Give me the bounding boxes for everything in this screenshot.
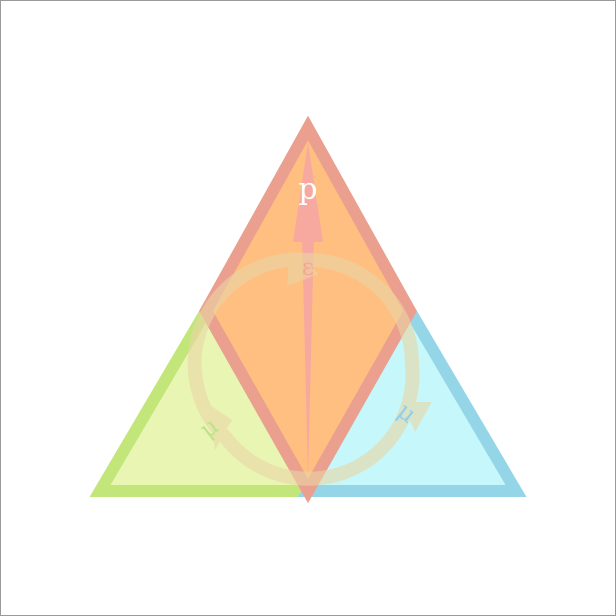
cycle-arrowhead-left [208, 404, 232, 450]
vertical-arrow-shaft [302, 235, 314, 477]
label-center-epsilon: ε [302, 253, 314, 281]
cycle-arrowhead-right [402, 402, 432, 432]
label-top-p: p [298, 172, 317, 207]
vertical-arrow-head [293, 143, 323, 242]
cycle-arrows [187, 251, 432, 486]
cycle-arc-top [301, 253, 419, 371]
cycle-arrowhead-top [287, 251, 319, 286]
cycle-arc-left [187, 252, 315, 445]
vertical-arrow [293, 143, 323, 477]
